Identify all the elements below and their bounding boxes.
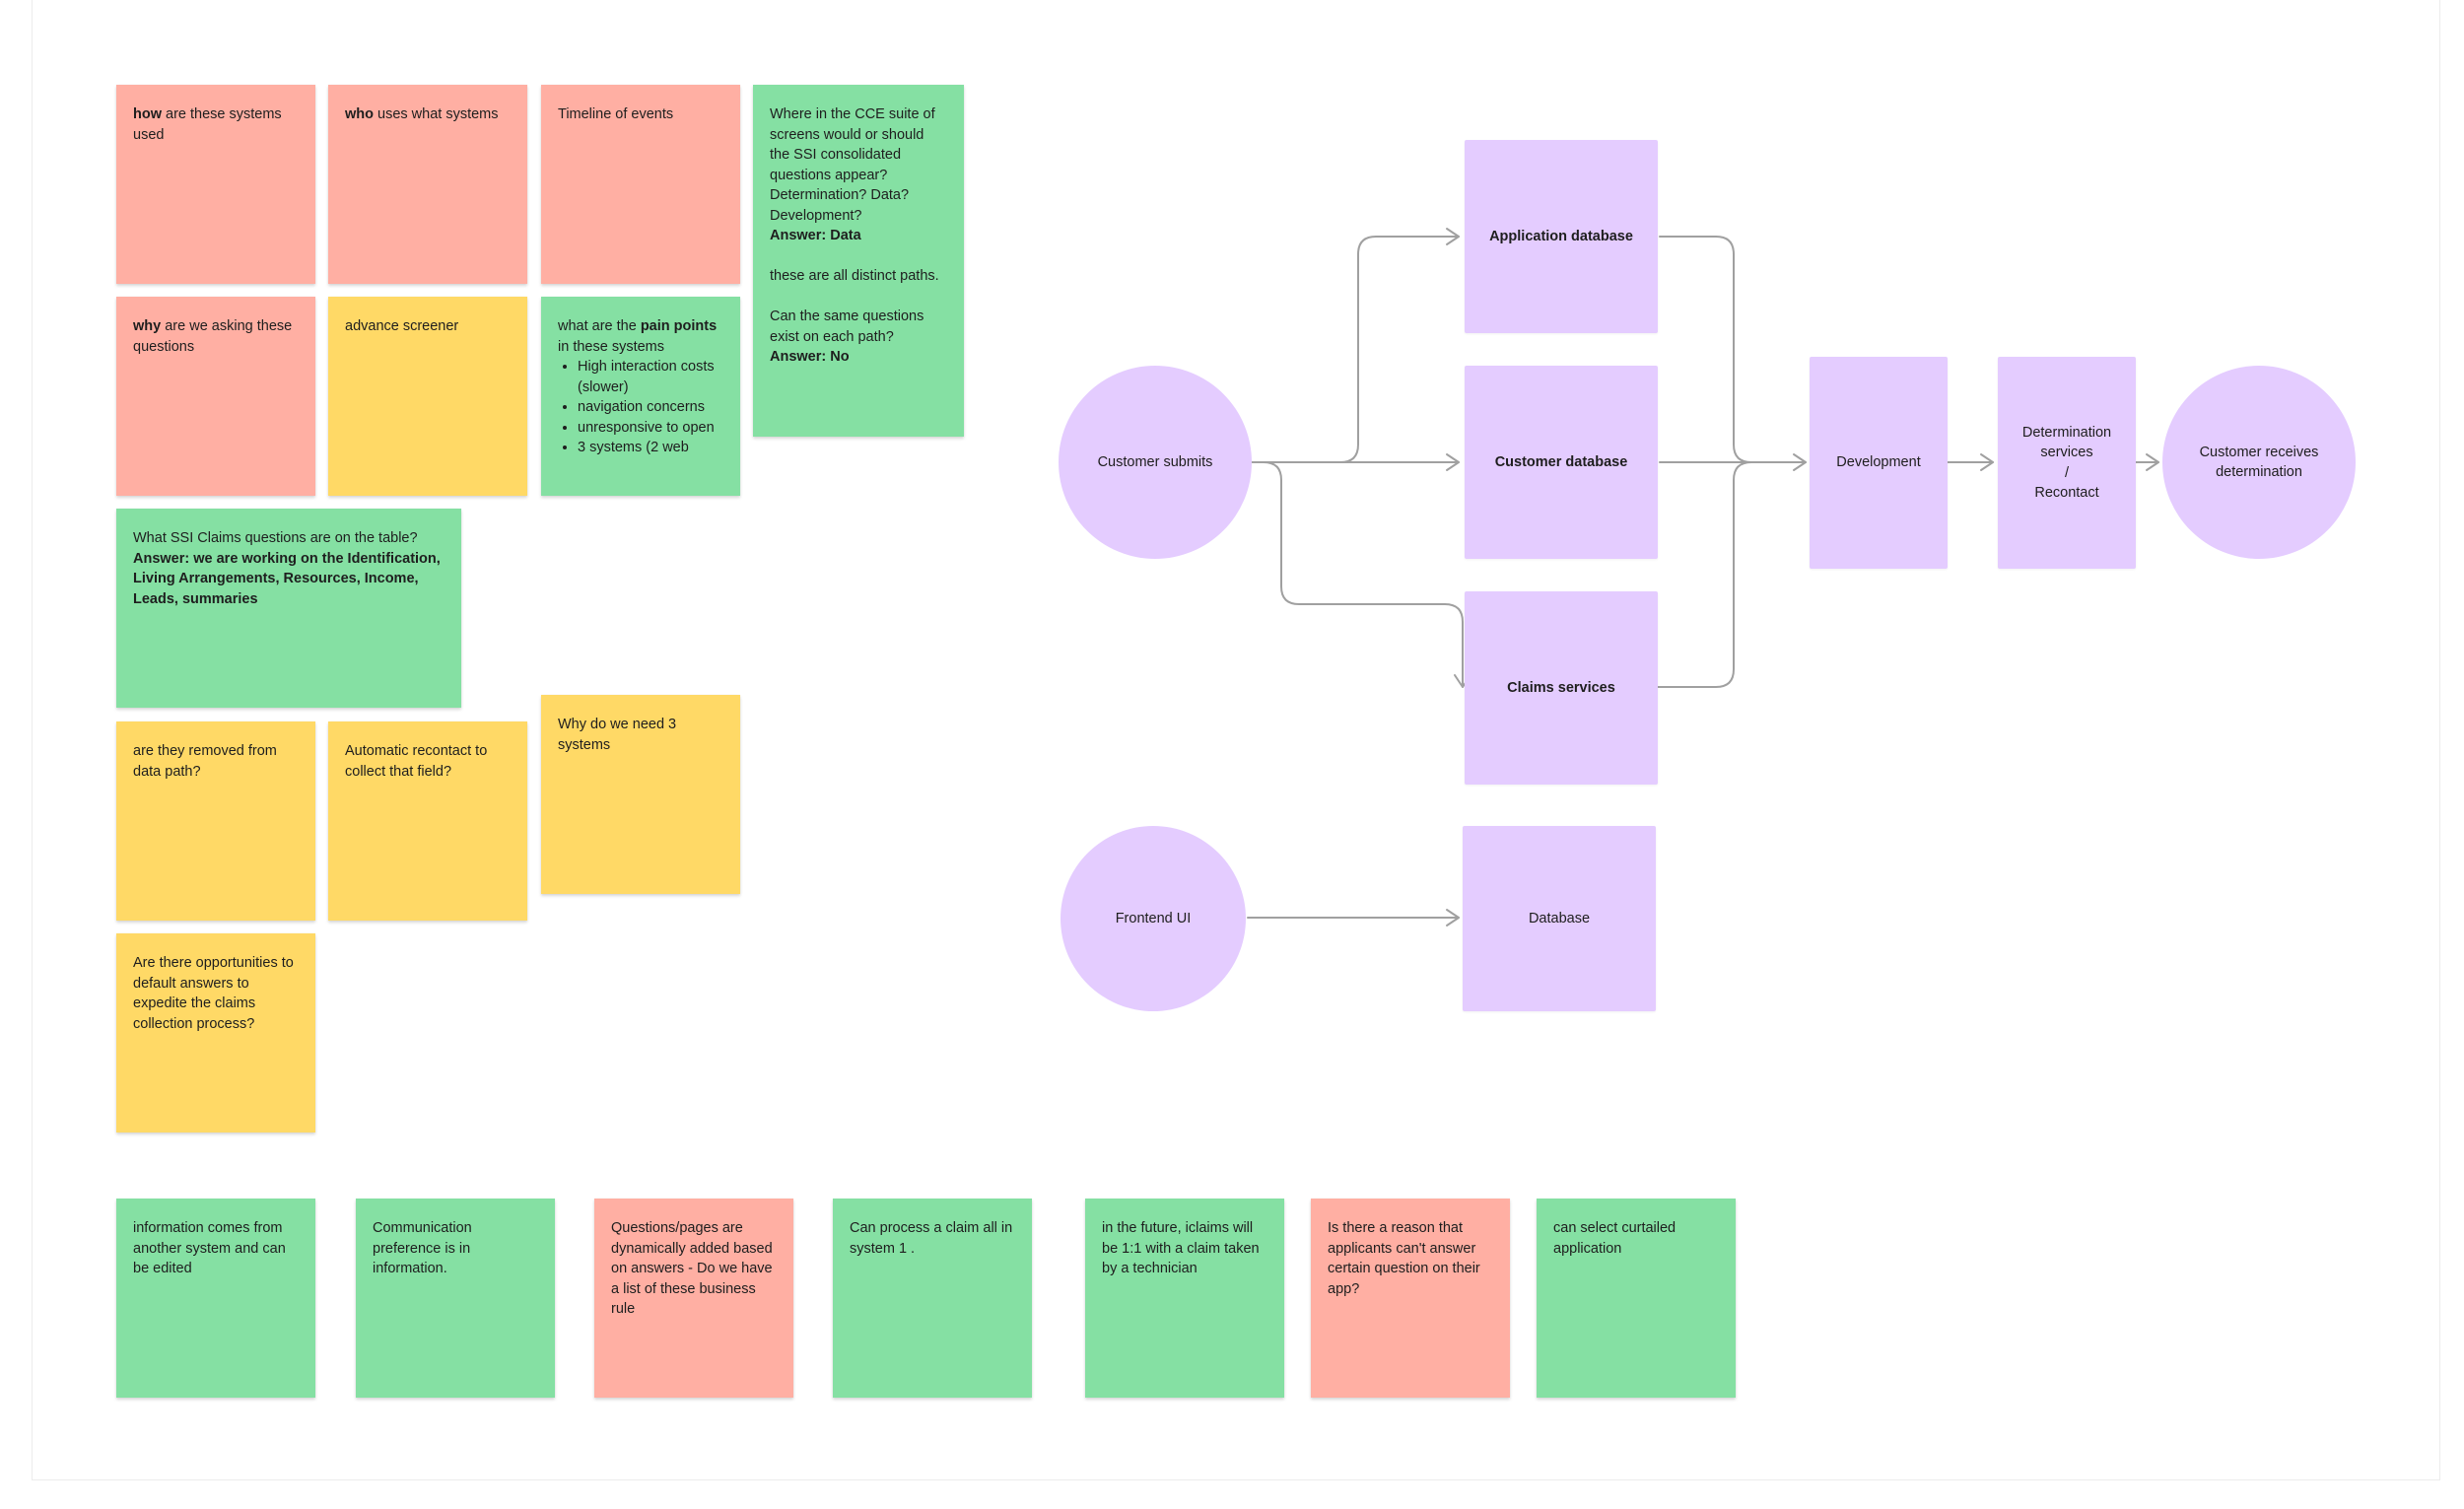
sticky-info-another-system[interactable]: information comes from another system an…: [116, 1199, 315, 1398]
pain-points-list: High interaction costs (slower) navigati…: [558, 357, 730, 458]
node-database[interactable]: Database: [1463, 826, 1656, 1011]
sticky-text: Why do we need 3 systems: [558, 717, 677, 753]
node-customer-submits[interactable]: Customer submits: [1059, 366, 1252, 559]
sticky-cce-suite[interactable]: Where in the CCE suite of screens would …: [753, 85, 964, 437]
sticky-text: Communication preference is in informati…: [373, 1220, 472, 1276]
sticky-text: advance screener: [345, 318, 459, 334]
sticky-text: uses what systems: [374, 106, 499, 122]
sticky-auto-recontact[interactable]: Automatic recontact to collect that fiel…: [328, 721, 527, 921]
node-claims-services[interactable]: Claims services: [1465, 591, 1658, 785]
sticky-text: these are all distinct paths.: [770, 268, 939, 284]
sticky-text: Timeline of events: [558, 106, 674, 122]
sticky-default-answers[interactable]: Are there opportunities to default answe…: [116, 933, 315, 1132]
sticky-questions-pages[interactable]: Questions/pages are dynamically added ba…: [594, 1199, 793, 1398]
sticky-text: Questions/pages are dynamically added ba…: [611, 1220, 773, 1317]
sticky-text: Automatic recontact to collect that fiel…: [345, 743, 488, 780]
sticky-advance-screener[interactable]: advance screener: [328, 297, 527, 496]
sticky-answer: Answer: we are working on the Identifica…: [133, 550, 441, 607]
sticky-question: What SSI Claims questions are on the tab…: [133, 530, 418, 546]
sticky-text: in these systems: [558, 338, 664, 355]
list-item: unresponsive to open: [578, 418, 730, 439]
node-label-line: services: [2040, 445, 2093, 460]
sticky-reason-applicants[interactable]: Is there a reason that applicants can't …: [1311, 1199, 1510, 1398]
sticky-ssi-claims[interactable]: What SSI Claims questions are on the tab…: [116, 509, 461, 708]
node-label-line: /: [2064, 464, 2070, 481]
node-customer-database[interactable]: Customer database: [1465, 366, 1658, 559]
node-label-line: Recontact: [2034, 485, 2099, 501]
sticky-removed-data-path[interactable]: are they removed from data path?: [116, 721, 315, 921]
sticky-text: in the future, iclaims will be 1:1 with …: [1102, 1220, 1260, 1276]
sticky-why-3-systems[interactable]: Why do we need 3 systems: [541, 695, 740, 894]
sticky-how-systems-used[interactable]: how are these systems used: [116, 85, 315, 284]
sticky-text: are we asking these questions: [133, 318, 293, 355]
sticky-curtailed-app[interactable]: can select curtailed application: [1537, 1199, 1736, 1398]
sticky-text: can select curtailed application: [1553, 1220, 1677, 1257]
sticky-timeline[interactable]: Timeline of events: [541, 85, 740, 284]
node-frontend-ui[interactable]: Frontend UI: [1061, 826, 1246, 1011]
sticky-process-claim[interactable]: Can process a claim all in system 1 .: [833, 1199, 1032, 1398]
sticky-text: Is there a reason that applicants can't …: [1328, 1220, 1480, 1297]
node-application-database[interactable]: Application database: [1465, 140, 1658, 333]
sticky-text: what are the: [558, 318, 641, 334]
node-label: Database: [1528, 910, 1591, 926]
sticky-question: Where in the CCE suite of screens would …: [770, 106, 935, 224]
sticky-answer: Answer: Data: [770, 228, 861, 243]
sticky-bold-word: who: [345, 106, 374, 122]
list-item: navigation concerns: [578, 397, 730, 418]
sticky-text: information comes from another system an…: [133, 1220, 286, 1276]
node-development[interactable]: Development: [1810, 357, 1948, 569]
sticky-bold-word: pain points: [640, 318, 718, 334]
sticky-question: Can the same questions exist on each pat…: [770, 309, 924, 345]
node-label: Frontend UI: [1115, 910, 1192, 926]
board-frame: [32, 0, 2440, 1480]
sticky-future-iclaims[interactable]: in the future, iclaims will be 1:1 with …: [1085, 1199, 1284, 1398]
node-label: Application database: [1489, 228, 1633, 244]
node-determination-services[interactable]: Determination services / Recontact: [1998, 357, 2136, 569]
list-item: 3 systems (2 web: [578, 438, 730, 458]
sticky-text: Are there opportunities to default answe…: [133, 955, 294, 1032]
sticky-bold-word: why: [133, 318, 162, 334]
node-label: Customer database: [1494, 453, 1628, 470]
sticky-text: Can process a claim all in system 1 .: [850, 1220, 1013, 1257]
list-item: High interaction costs (slower): [578, 357, 730, 397]
sticky-bold-word: how: [133, 106, 162, 122]
node-label-line: Determination: [2021, 424, 2112, 441]
node-label: Customer receives determination: [2199, 444, 2319, 481]
node-customer-receives[interactable]: Customer receives determination: [2162, 366, 2356, 559]
node-label: Claims services: [1507, 679, 1615, 696]
sticky-answer: Answer: No: [770, 349, 850, 365]
node-label: Development: [1836, 454, 1921, 471]
sticky-why-asking[interactable]: why are we asking these questions: [116, 297, 315, 496]
sticky-communication-pref[interactable]: Communication preference is in informati…: [356, 1199, 555, 1398]
node-label: Customer submits: [1097, 453, 1213, 470]
sticky-text: are they removed from data path?: [133, 743, 277, 780]
sticky-pain-points[interactable]: what are the pain points in these system…: [541, 297, 740, 496]
sticky-text: are these systems used: [133, 106, 282, 143]
sticky-who-uses[interactable]: who uses what systems: [328, 85, 527, 284]
